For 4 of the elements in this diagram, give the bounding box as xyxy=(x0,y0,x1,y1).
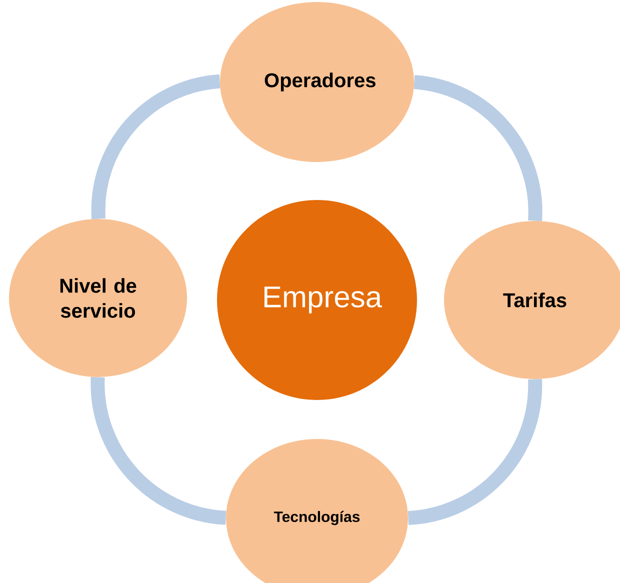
ring-arc xyxy=(407,379,542,525)
ring-arc xyxy=(413,75,542,221)
ring-arc xyxy=(90,377,227,525)
ring-arc xyxy=(92,74,221,219)
